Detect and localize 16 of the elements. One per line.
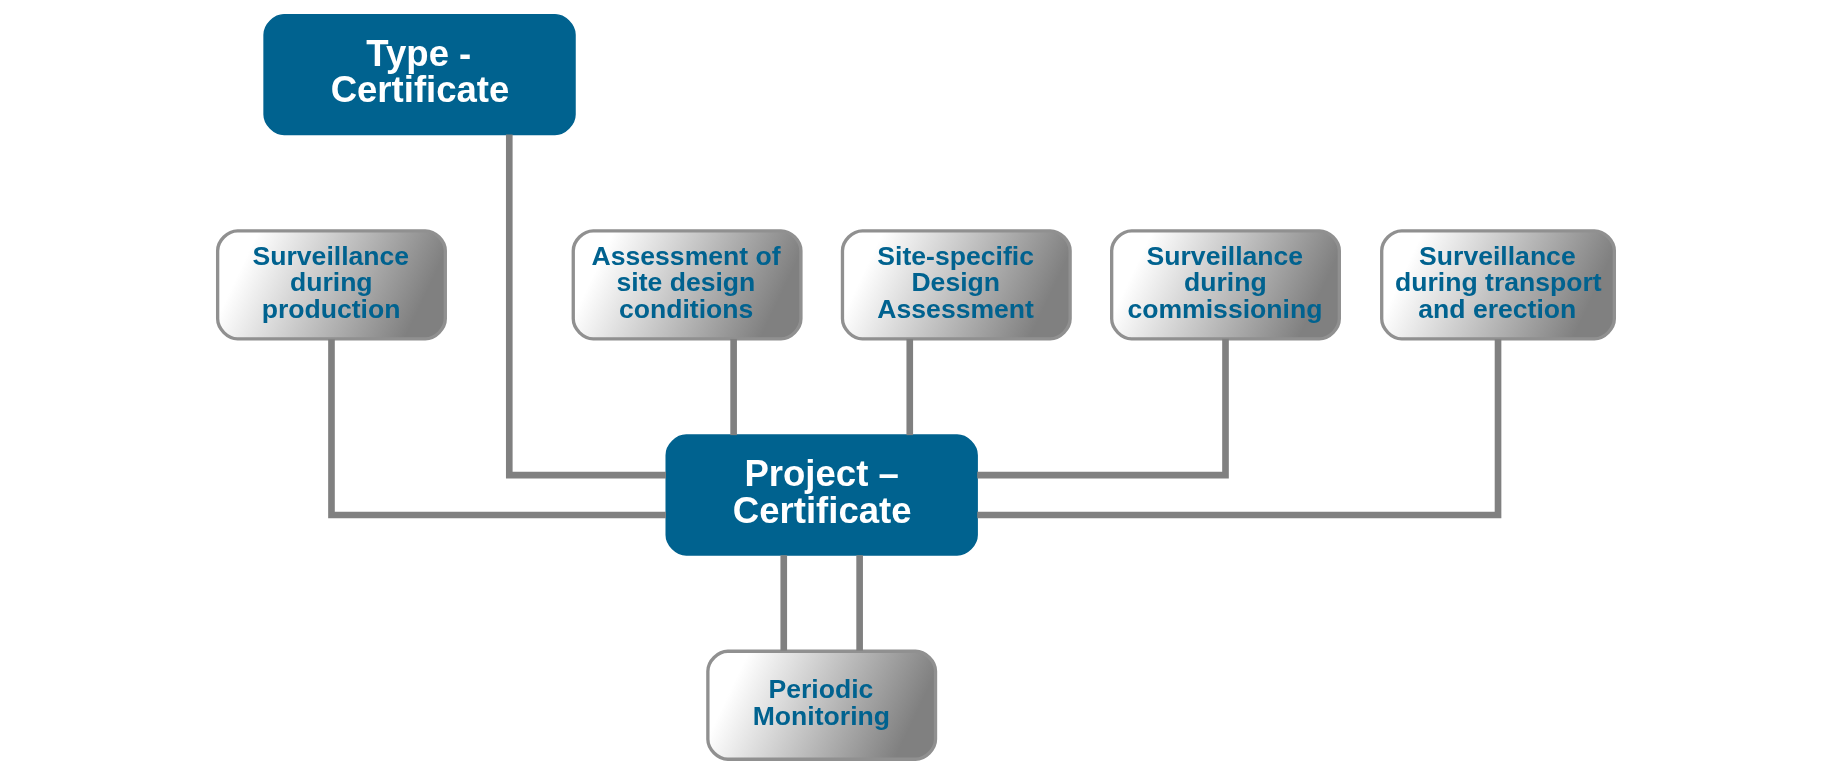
node-box: Project – Certificate: [665, 434, 978, 556]
node-box: Site-specific Design Assessment: [840, 229, 1072, 341]
connector: [855, 555, 863, 651]
connector: [505, 134, 666, 479]
connector: [779, 555, 787, 651]
node-box: Surveillance during transport and erection: [1379, 229, 1616, 341]
connector: [729, 338, 737, 436]
node-box: Surveillance during commissioning: [1109, 229, 1341, 341]
connector: [905, 338, 913, 436]
node-box: Assessment of site design conditions: [571, 229, 803, 341]
node-box: Type - Certificate: [262, 13, 576, 136]
connector: [327, 339, 666, 519]
connector: [976, 339, 1501, 519]
node-box: Surveillance during production: [215, 229, 447, 341]
node-box: Periodic Monitoring: [705, 649, 937, 761]
connector: [976, 338, 1229, 479]
